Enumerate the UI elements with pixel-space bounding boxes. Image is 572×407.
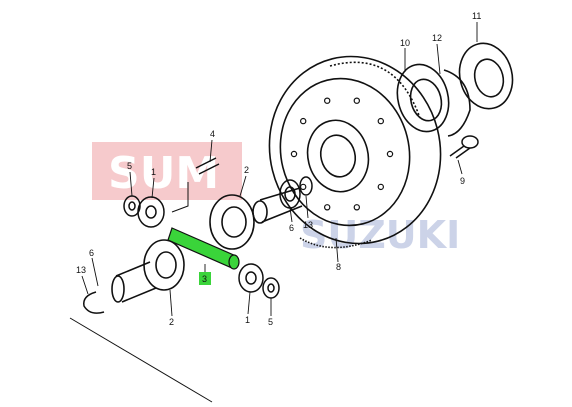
lower-washer — [262, 277, 280, 299]
callout-2-lower: 2 — [169, 317, 174, 327]
bearing — [396, 63, 450, 133]
callout-13-upper: 13 — [303, 220, 313, 230]
callout-4: 4 — [210, 129, 215, 139]
ring-gear-outer-rim — [268, 55, 442, 245]
callout-5-upper: 5 — [127, 161, 132, 171]
lower-pinion-body — [238, 263, 264, 293]
oil-seal — [458, 42, 514, 110]
lower-side-gear-body — [143, 239, 185, 291]
ring-gear — [268, 55, 442, 249]
bolt-hole — [290, 150, 298, 158]
ring-gear-hub — [306, 119, 370, 193]
lower-washer-outer — [262, 277, 280, 299]
snap-ring — [443, 69, 471, 137]
watermark-white-block — [296, 206, 460, 258]
leader-1-upper — [151, 177, 155, 199]
callout-3-highlight-box — [199, 272, 211, 285]
upper-pinion-bore — [145, 205, 157, 219]
ring-gear-teeth-lower — [299, 237, 373, 249]
callout-13-lower: 13 — [76, 265, 86, 275]
callout-1-upper: 1 — [151, 167, 156, 177]
leader-4 — [209, 139, 213, 163]
thrust-washer-upper-inner — [284, 186, 296, 202]
pinion-shaft-end — [228, 254, 240, 270]
shaft-leader-bracket — [171, 182, 189, 213]
bolt-hole — [300, 183, 307, 191]
callout-3: 3 — [202, 274, 207, 284]
leader-8 — [335, 237, 339, 263]
leader-2-lower — [169, 289, 173, 317]
ring-gear-bolt-holes — [290, 97, 394, 211]
callout-2-upper: 2 — [244, 165, 249, 175]
lower-side-gear-hub — [155, 251, 177, 279]
lower-side-gear-shaft — [115, 261, 157, 303]
lower-snap-ring — [83, 291, 105, 314]
upper-side-gear-hub — [221, 206, 247, 238]
bearing-outer — [396, 63, 450, 133]
ring-gear-bore — [319, 134, 357, 178]
watermark-brand-left: SUM — [108, 148, 219, 199]
thrust-washer-upper-outer — [279, 179, 301, 209]
lower-pinion — [238, 263, 264, 293]
callout-10: 10 — [400, 38, 410, 48]
thrust-washer-upper — [279, 176, 313, 209]
assembly-bracket-line — [69, 317, 213, 403]
leader-5-upper — [129, 171, 133, 197]
lock-pin-body — [195, 157, 220, 175]
bolt-hole — [324, 97, 331, 104]
upper-pinion-body — [137, 196, 165, 228]
bolt-hole — [377, 183, 384, 191]
leader-12 — [436, 43, 441, 75]
bearing-inner — [409, 78, 443, 122]
callout-5-lower: 5 — [268, 317, 273, 327]
bolt-hole — [353, 204, 360, 211]
lower-snap-ring-arc — [83, 291, 105, 314]
oil-seal-inner — [473, 58, 505, 98]
lower-side-gear-shaft-end — [111, 275, 125, 303]
snap-ring-arc — [443, 69, 471, 137]
bolt-hole — [386, 150, 394, 158]
bolt — [449, 135, 479, 159]
leader-6-lower — [91, 257, 99, 287]
oil-seal-outer — [458, 42, 514, 110]
leader-6-upper — [289, 207, 293, 223]
pinion-shaft-highlighted — [167, 227, 240, 270]
bolt-hole — [300, 117, 307, 125]
bolt-hole — [324, 204, 331, 211]
leader-1-lower — [247, 291, 251, 315]
upper-washer-inner — [128, 201, 136, 211]
callout-1-lower: 1 — [245, 315, 250, 325]
upper-side-gear-body — [209, 194, 255, 250]
callout-8: 8 — [336, 262, 341, 272]
callout-labels: 11 10 12 4 5 1 2 9 6 13 8 6 13 3 2 1 5 — [76, 11, 481, 327]
leader-13-lower — [81, 275, 89, 295]
bolt-head — [461, 135, 479, 149]
leader-13-upper — [305, 195, 309, 219]
lower-side-gear — [111, 239, 185, 303]
callout-12: 12 — [432, 33, 442, 43]
watermark-red-block — [92, 142, 242, 200]
leader-2-upper — [239, 175, 247, 197]
lower-washer-inner — [267, 283, 275, 293]
callout-6-upper: 6 — [289, 223, 294, 233]
leader-lines — [81, 22, 478, 317]
callout-11: 11 — [472, 11, 481, 21]
bolt-hole — [377, 117, 384, 125]
upper-side-gear — [209, 187, 303, 250]
upper-side-gear-shaft-end — [252, 200, 268, 224]
callout-6-lower: 6 — [89, 248, 94, 258]
bolt-shank — [449, 145, 471, 159]
bolt-hole — [353, 97, 360, 104]
lower-pinion-bore — [245, 271, 257, 285]
lock-pin — [195, 157, 220, 175]
ring-gear-teeth — [329, 61, 421, 119]
ring-gear-face — [279, 77, 411, 227]
spacer-ring-upper — [299, 176, 313, 196]
watermark: SUM SUZUKI — [92, 142, 460, 258]
leader-9 — [457, 159, 463, 175]
callout-9: 9 — [460, 176, 465, 186]
upper-pinion — [137, 196, 165, 228]
